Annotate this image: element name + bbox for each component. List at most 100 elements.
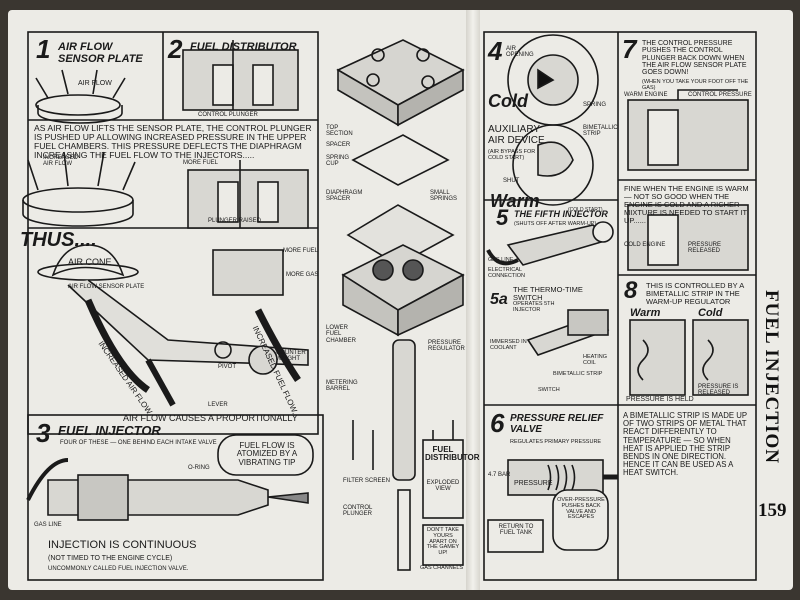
panel-7-subtitle: (When you take your foot off the gas) [642, 79, 749, 91]
metering-barrel-label: Metering Barrel [326, 380, 358, 393]
exploded-view-caption: Exploded View [426, 480, 460, 493]
cold-heading: Cold [488, 91, 528, 111]
pressure-released-label: Pressure Released [688, 242, 722, 255]
shuts-off-label: (Shuts off after warm-up) [514, 221, 597, 227]
increased-airflow-label: Increased Air Flow [43, 155, 79, 168]
panel-1-airflow-label: Air Flow [78, 80, 112, 87]
bimetallic-strip-label: Bimetallic Strip [553, 371, 603, 377]
spring-label: Spring [583, 102, 607, 108]
shut-label: Shut [503, 178, 520, 184]
heating-coil-label: Heating Coil [583, 354, 608, 366]
plunger-raised-label: Plunger Raised [208, 218, 262, 224]
spacer-label: Spacer [326, 142, 351, 148]
footnote-text: Uncommonly called fuel injection valve. [48, 566, 189, 572]
lower-chamber-label: Lower Fuel Chamber [326, 325, 357, 344]
air-cone-label: Air Cone [68, 257, 112, 267]
panel-1-number: 1 [36, 34, 51, 64]
panel-8-body-text: A bimetallic strip is made up of two str… [623, 411, 747, 478]
panel-8-text: This is controlled by a bimetallic strip… [646, 281, 744, 306]
exploded-view-drawing [336, 39, 465, 571]
overpressure-label: Over-pressure pushes back valve and esca… [557, 497, 605, 521]
fuel-distributor-drawing [182, 40, 309, 229]
injection-continuous-text: Injection is continuous [48, 539, 197, 551]
spring-cup-label: Spring Cup [326, 155, 350, 168]
atomized-callout: Fuel flow is atomized by a vibrating tip [236, 441, 298, 467]
warm-engine-label: Warm Engine [624, 92, 668, 98]
operates-label: Operates 5th injector [513, 301, 555, 313]
fifth-injector-drawing [486, 221, 614, 356]
more-gas-label: More Gas [286, 272, 319, 278]
fifth-injector-title: The Fifth Injector [514, 209, 608, 219]
aux-air-device-drawing [507, 34, 599, 206]
o-ring-label: O-Ring [188, 465, 210, 471]
panel-2-number: 2 [168, 34, 183, 64]
more-fuel-label-2: More Fuel [283, 248, 319, 254]
pressure-regulator-label: Pressure Regulator [428, 340, 465, 353]
causes-caption: Air flow causes a proportionally [123, 413, 298, 423]
technical-illustration [22, 31, 757, 581]
switch-label: Switch [538, 387, 560, 393]
panel-1-title: Air Flow Sensor Plate [58, 41, 143, 65]
pressure-held-label: Pressure is held [626, 396, 694, 403]
panel-7-fine-text: Fine when the engine is warm — not so go… [624, 184, 749, 225]
warm-heading: Warm [490, 191, 540, 211]
regulates-label: Regulates primary pressure [510, 439, 602, 445]
warning-caption: Don't take yours apart on the Gamey Up! [426, 527, 460, 557]
panel-2-body-text: As air flow lifts the sensor plate, the … [34, 123, 312, 161]
panel-3-number: 3 [36, 418, 51, 448]
air-opening-label: Air Opening [506, 46, 534, 59]
return-label: Return to fuel tank [498, 524, 534, 537]
panel-5-number: 5 [496, 205, 509, 230]
lever-label: Lever [208, 402, 228, 408]
not-timed-text: (Not timed to the engine cycle) [48, 555, 173, 562]
pivot-label: Pivot [218, 364, 237, 370]
panel-6-number: 6 [490, 408, 505, 438]
sensor-plate-label: Air Flow Sensor Plate [68, 284, 145, 290]
panel-2-title: Fuel Distributor [190, 41, 297, 53]
control-pressure-label: Control Pressure [688, 92, 752, 98]
air-cone-lever-drawing [37, 244, 309, 407]
pressure-relief-valve-drawing [487, 459, 618, 553]
cold-engine-label: Cold Engine [624, 242, 666, 248]
bimetallic-label: Bimetallic Strip [583, 125, 618, 138]
aux-air-subtitle: (Air bypass for cold start) [488, 149, 536, 161]
small-springs-label: Small Springs [430, 190, 458, 203]
panel-3-title: Fuel Injector [58, 423, 161, 438]
panel-5a-number: 5a [490, 291, 508, 308]
warmup-regulator-drawing [629, 319, 749, 396]
book-gutter [466, 10, 480, 590]
panel-8-number: 8 [624, 277, 638, 304]
control-plunger-label: Control Plunger [343, 505, 373, 518]
counterweight-label: Counter Weight [276, 350, 306, 363]
page-number: 159 [758, 500, 787, 521]
gas-line-label: Gas Line [34, 522, 62, 528]
thermo-time-switch-title: The Thermo-Time Switch [513, 285, 583, 302]
panel-4-number: 4 [488, 36, 503, 66]
injector-drawing [26, 434, 314, 521]
gas-channels-label: Gas Channels [420, 565, 464, 571]
electrical-connection-label: Electrical Connection [488, 267, 525, 279]
panel-7-text: The control pressure pushes the control … [642, 40, 747, 77]
top-section-label: Top Section [326, 125, 353, 138]
panel-7-number: 7 [622, 34, 637, 64]
warm-label: Warm [630, 307, 661, 319]
warm-engine-drawing [627, 89, 749, 271]
cold-label: Cold [698, 307, 723, 319]
aux-air-device-title: Auxiliary Air Device [488, 124, 545, 146]
pressure-relief-title: Pressure Relief Valve [510, 413, 604, 435]
filter-screen-label: Filter Screen [343, 478, 390, 484]
cold-start-label: (Cold Start) [568, 207, 603, 213]
diaphragm-label: Diaphragm Spacer [326, 190, 363, 203]
panel-3-subtitle: Four of these — one behind each intake v… [60, 440, 217, 446]
book-spread: 1 Air Flow Sensor Plate Air Flow 2 Fuel … [8, 10, 793, 590]
sensor-plate-drawing [22, 69, 136, 227]
fuel-distributor-caption: Fuel Distributor [425, 445, 480, 463]
panel-2-plunger-label: Control Plunger [198, 112, 258, 118]
psi-label: 4.7 bar [488, 472, 511, 478]
more-fuel-label: More Fuel [183, 160, 219, 166]
pressure-label: Pressure [514, 480, 553, 487]
fifth-gas-line-label: Gas Line [488, 257, 514, 263]
thus-heading: Thus.... [20, 229, 97, 251]
pressure-is-released-label: Pressure is released [698, 384, 739, 397]
right-page-frames [483, 31, 757, 581]
